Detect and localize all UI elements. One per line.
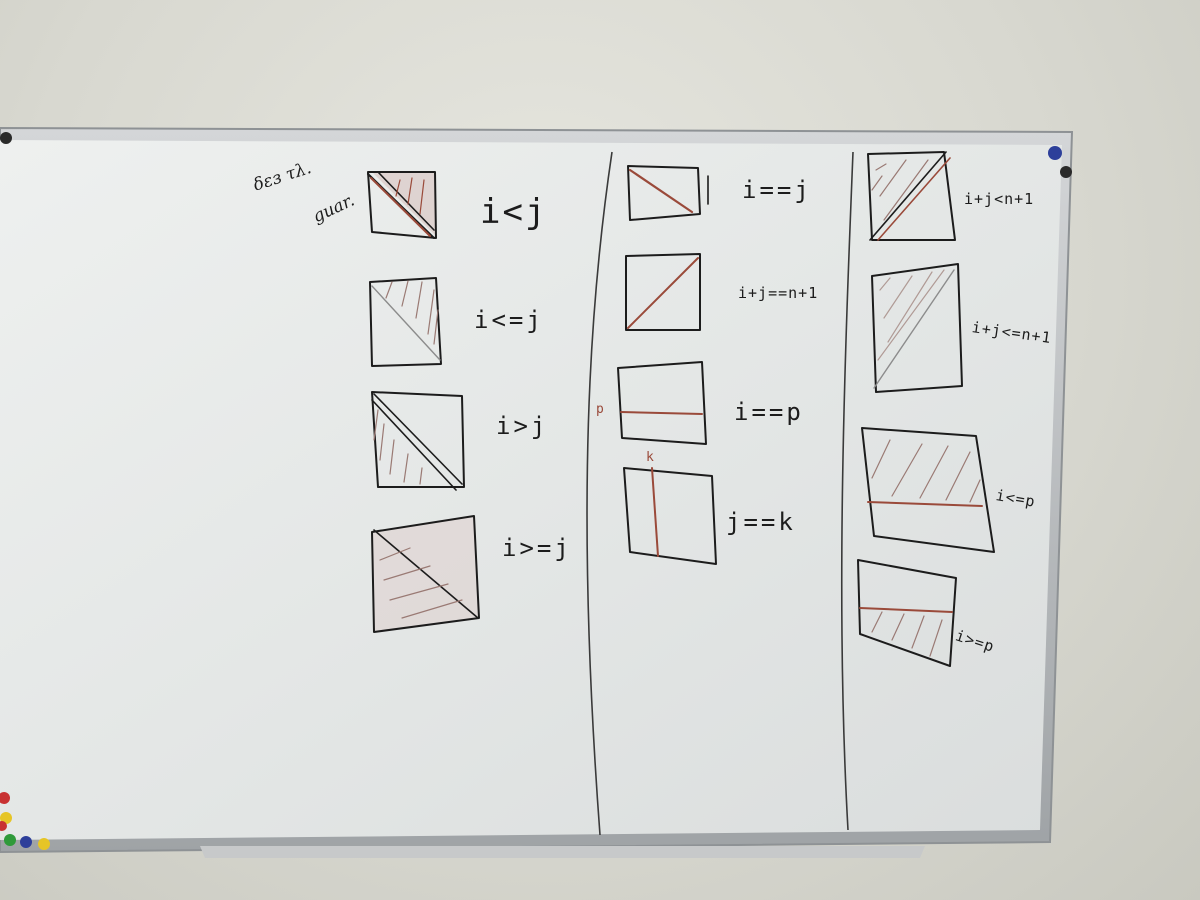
diagram-i-eq-p	[617, 361, 707, 445]
diagram-i-le-p	[861, 427, 995, 553]
diagram-i-plus-j-eq-n1	[625, 253, 701, 331]
magnet-yellow	[38, 838, 50, 850]
label-i-eq-j: i==j	[742, 176, 812, 204]
marker-p: p	[596, 402, 604, 417]
corner-bolt	[1060, 166, 1072, 178]
corner-bolt	[0, 132, 12, 144]
magnet-blue	[1048, 146, 1062, 160]
column-divider-2	[840, 151, 854, 831]
diagram-i-plus-j-le-n1	[871, 263, 963, 393]
diagram-i-le-j	[369, 277, 442, 367]
diagram-i-eq-j	[627, 165, 709, 221]
board-surface	[0, 140, 1062, 840]
diagram-i-ge-j	[371, 515, 480, 633]
marker-k: k	[646, 450, 654, 465]
magnet-yellow	[0, 812, 12, 824]
magnet-green	[4, 834, 16, 846]
diagram-i-plus-j-lt-n1	[867, 151, 956, 241]
magnet-red	[0, 792, 10, 804]
diagram-j-eq-k	[623, 467, 717, 565]
label-i-le-j: i<=j	[474, 306, 544, 334]
label-i-lt-j: i<j	[480, 192, 548, 232]
column-divider-1	[586, 151, 613, 836]
diagram-i-lt-j	[367, 171, 437, 239]
diagram-i-gt-j	[371, 391, 465, 491]
label-i-gt-j: i>j	[496, 412, 549, 440]
label-i-plus-j-lt-n1: i+j<n+1	[964, 190, 1035, 208]
magnet-red	[0, 821, 7, 831]
magnet-blue	[20, 836, 32, 848]
diagram-i-ge-p	[857, 559, 957, 667]
label-i-ge-j: i>=j	[502, 534, 572, 562]
marker-tray	[200, 846, 925, 858]
label-i-plus-j-eq-n1: i+j==n+1	[738, 284, 819, 302]
label-i-eq-p: i==p	[734, 398, 804, 426]
label-j-eq-k: j==k	[726, 508, 796, 536]
